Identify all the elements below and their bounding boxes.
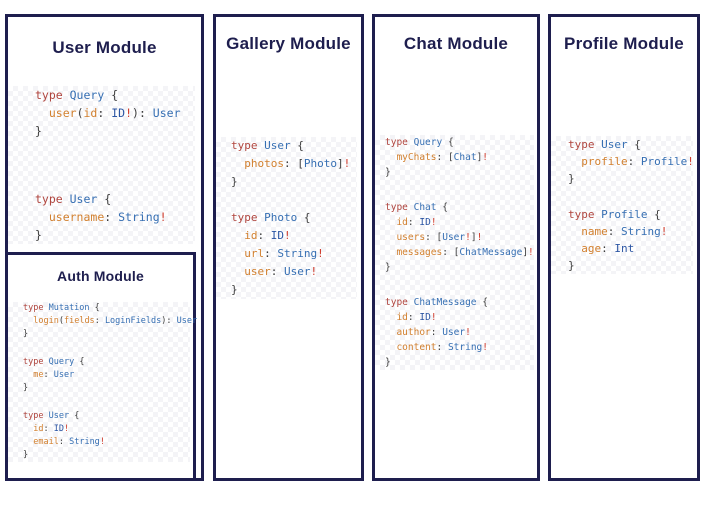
code-line: id: ID! [396, 312, 437, 323]
code-line: type User { [35, 192, 112, 206]
user-module-title: User Module [52, 38, 157, 57]
code-line: } [23, 383, 29, 393]
code-line: users: [User!]! [396, 232, 483, 243]
code-line: id: ID! [33, 424, 70, 434]
code-line: user: User! [244, 265, 318, 278]
code-line: } [23, 329, 29, 339]
code-block: type Query { me: User} [23, 356, 190, 395]
code-line: type User { [23, 411, 80, 421]
code-block: type User { username: String!} [35, 190, 195, 244]
gallery-module-code: type User { photos: [Photo]!}type Photo … [216, 137, 357, 299]
code-line: url: String! [244, 247, 324, 260]
code-line: type Photo { [231, 211, 311, 224]
user-module-panel: User Module type Query { user(id: ID!): … [5, 14, 204, 481]
chat-module-panel: Chat Module type Query { myChats: [Chat]… [372, 14, 540, 481]
code-line: name: String! [581, 225, 668, 238]
code-line: } [568, 172, 575, 185]
code-line: } [385, 357, 391, 368]
code-block: type User { profile: Profile!} [568, 136, 694, 187]
code-block: type User { id: ID! email: String!} [23, 410, 190, 462]
code-line: } [385, 262, 391, 273]
code-line: type Query { [35, 88, 119, 102]
code-line: } [385, 167, 391, 178]
user-module-code: type Query { user(id: ID!): User}type Us… [8, 86, 195, 244]
auth-module-code: type Mutation { login(fields: LoginField… [8, 302, 198, 462]
code-line: me: User [33, 370, 75, 380]
code-line: } [23, 450, 29, 460]
profile-module-title: Profile Module [564, 34, 684, 53]
code-line: type ChatMessage { [385, 297, 488, 308]
code-line: age: Int [581, 242, 635, 255]
code-block: type Query { user(id: ID!): User} [35, 86, 195, 140]
code-line: } [35, 124, 42, 138]
code-line: myChats: [Chat]! [396, 152, 489, 163]
code-line: } [231, 175, 238, 188]
code-line: type Profile { [568, 208, 661, 221]
code-line: user(id: ID!): User [48, 106, 181, 120]
code-block: type ChatMessage { id: ID! author: User!… [385, 295, 534, 370]
code-block: type User { photos: [Photo]!} [231, 137, 357, 191]
code-line: login(fields: LoginFields): User [33, 316, 198, 326]
profile-module-code: type User { profile: Profile!}type Profi… [551, 136, 694, 274]
code-block: type Chat { id: ID! users: [User!]! mess… [385, 200, 534, 275]
code-line: type User { [231, 139, 304, 152]
code-block: type Photo { id: ID! url: String! user: … [231, 209, 357, 299]
code-line: username: String! [48, 210, 167, 224]
gallery-module-panel: Gallery Module type User { photos: [Phot… [213, 14, 364, 481]
chat-module-title: Chat Module [403, 34, 509, 53]
auth-module-title: Auth Module [57, 268, 144, 284]
code-line: id: ID! [244, 229, 291, 242]
code-block: type Mutation { login(fields: LoginField… [23, 302, 198, 341]
profile-module-panel: Profile Module type User { profile: Prof… [548, 14, 700, 481]
code-line: profile: Profile! [581, 155, 694, 168]
code-line: id: ID! [396, 217, 437, 228]
chat-module-code: type Query { myChats: [Chat]!}type Chat … [375, 135, 534, 370]
code-line: } [231, 283, 238, 296]
code-line: content: String! [396, 342, 489, 353]
code-line: email: String! [33, 437, 105, 447]
code-line: type Query { [23, 357, 85, 367]
code-line: photos: [Photo]! [244, 157, 351, 170]
code-block: type Query { myChats: [Chat]!} [385, 135, 534, 180]
code-line: author: User! [396, 327, 471, 338]
code-line: } [35, 228, 42, 242]
gallery-module-title: Gallery Module [226, 34, 351, 53]
auth-module-panel: Auth Module type Mutation { login(fields… [5, 252, 198, 481]
code-line: messages: [ChatMessage]! [396, 247, 534, 258]
code-line: type Mutation { [23, 303, 100, 313]
code-line: } [568, 259, 575, 272]
code-line: type User { [568, 138, 641, 151]
code-block: type Profile { name: String! age: Int} [568, 206, 693, 274]
code-line: type Chat { [385, 202, 448, 213]
code-line: type Query { [385, 137, 454, 148]
